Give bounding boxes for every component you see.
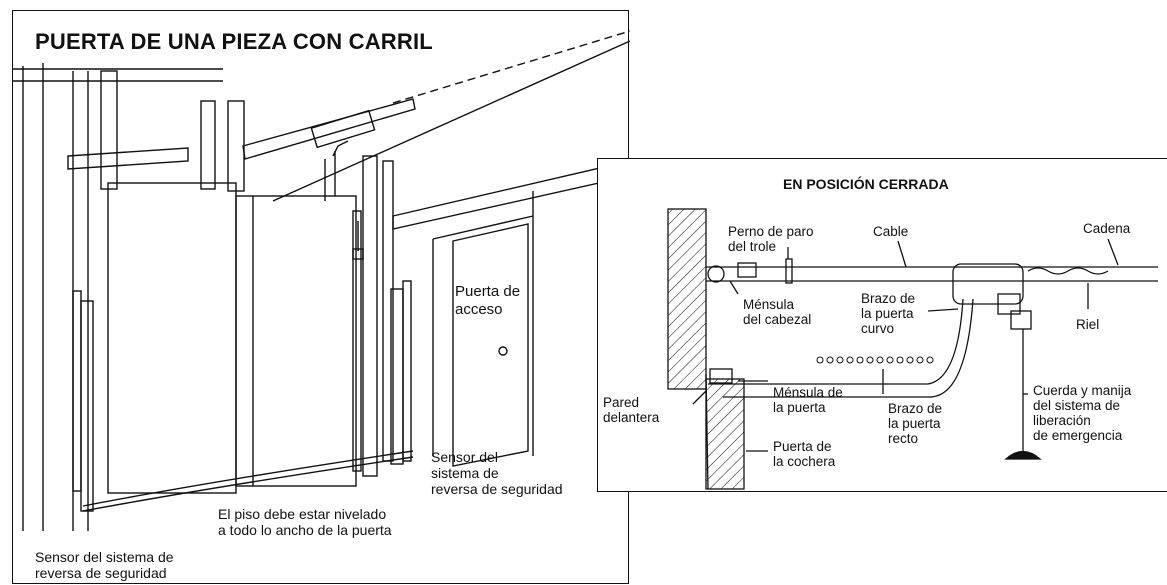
label-cable: Cable <box>873 224 909 239</box>
label-garage-door: Puerta de la cochera <box>773 439 836 469</box>
label-sensor-left: Sensor del sistema de reversa de segurid… <box>35 549 174 581</box>
closed-position-diagram <box>667 208 1158 490</box>
label-curved-door-arm: Brazo de la puerta curvo <box>861 291 916 336</box>
closed-position-detail-panel: EN POSICIÓN CERRADA Perno de paro del tr… <box>597 158 1167 492</box>
label-front-wall: Pared delantera <box>603 395 660 425</box>
label-trolley-stop-bolt: Perno de paro del trole <box>728 224 814 254</box>
label-access-door: Puerta de acceso <box>455 283 521 318</box>
diagram-title: PUERTA DE UNA PIEZA CON CARRIL <box>35 29 433 54</box>
label-straight-door-arm: Brazo de la puerta recto <box>888 401 943 446</box>
label-floor-note: El piso debe estar nivelado a todo lo an… <box>218 506 392 538</box>
label-chain: Cadena <box>1083 221 1131 236</box>
detail-title: EN POSICIÓN CERRADA <box>783 176 949 192</box>
label-emergency-release: Cuerda y manija del sistema de liberació… <box>1033 383 1132 443</box>
label-rail: Riel <box>1076 317 1100 332</box>
label-sensor-right: Sensor del sistema de reversa de segurid… <box>431 449 563 497</box>
garage-door-illustration-panel: PUERTA DE UNA PIEZA CON CARRIL Puerta de… <box>12 10 630 584</box>
garage-door-illustration <box>13 30 630 531</box>
label-door-bracket: Ménsula de la puerta <box>773 385 843 415</box>
label-header-bracket: Ménsula del cabezal <box>743 297 812 327</box>
